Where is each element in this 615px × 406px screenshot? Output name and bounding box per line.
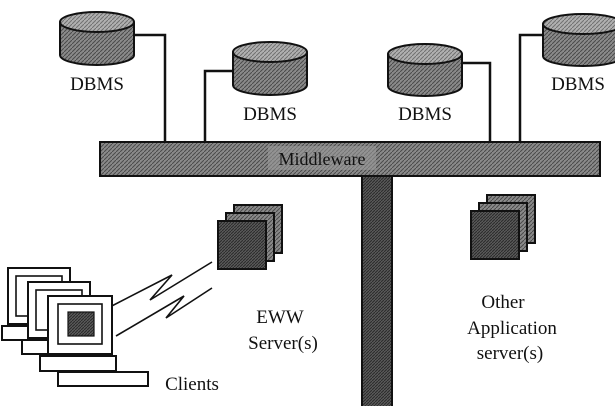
- eww-server-label-line2: Server(s): [248, 333, 318, 354]
- database-4: DBMS: [542, 13, 615, 95]
- other-server-label-line2: Application: [467, 318, 557, 339]
- other-server-label-line1: Other: [481, 292, 525, 313]
- database-label: DBMS: [243, 104, 297, 125]
- client-computer-icon: [39, 295, 149, 387]
- middleware-label: Middleware: [279, 149, 366, 169]
- other-server-label-line3: server(s): [477, 343, 543, 364]
- database-3: DBMS: [387, 43, 463, 125]
- clients-label: Clients: [165, 374, 219, 395]
- middleware-stem: [361, 159, 393, 406]
- database-1: DBMS: [59, 11, 135, 95]
- database-label: DBMS: [551, 74, 605, 95]
- database-2: DBMS: [232, 41, 308, 125]
- database-label: DBMS: [70, 74, 124, 95]
- eww-server-stack: [217, 204, 283, 270]
- db-connectors: [134, 33, 543, 142]
- network-link-icon: [103, 261, 213, 337]
- database-label: DBMS: [398, 104, 452, 125]
- middleware-bar: Middleware: [99, 141, 601, 177]
- eww-server-label-line1: EWW: [256, 307, 304, 328]
- other-server-stack: [470, 194, 536, 260]
